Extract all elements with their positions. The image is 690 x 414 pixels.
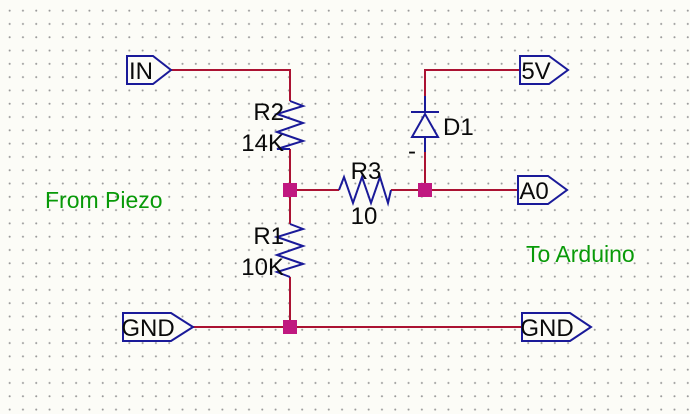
port-gnd-right-label[interactable]: GND	[520, 315, 573, 342]
port-5v-label[interactable]: 5V	[521, 58, 550, 85]
port-gnd-left-label[interactable]: GND	[121, 315, 174, 342]
resistor-r3-ref[interactable]: R3	[351, 158, 382, 185]
port-in-label[interactable]: IN	[129, 58, 153, 85]
resistor-r3[interactable]: R3 10	[338, 158, 392, 230]
junction-node2[interactable]	[418, 183, 432, 197]
port-gnd-right[interactable]: GND	[520, 312, 593, 342]
annotation-from-piezo[interactable]: From Piezo	[45, 187, 163, 213]
port-a0[interactable]: A0	[517, 175, 569, 205]
diode-d1[interactable]: D1 -	[408, 96, 474, 165]
port-5v[interactable]: 5V	[519, 55, 570, 85]
wire-d1-to-5v[interactable]	[424, 69, 520, 96]
resistor-r3-value[interactable]: 10	[351, 203, 378, 230]
diode-d1-ref[interactable]: D1	[443, 114, 474, 141]
junction-node1[interactable]	[283, 183, 297, 197]
port-in[interactable]: IN	[126, 55, 173, 85]
resistor-r2[interactable]: R2 14K	[241, 99, 307, 157]
junction-node3[interactable]	[283, 320, 297, 334]
resistor-r1-ref[interactable]: R1	[253, 223, 284, 250]
resistor-r2-ref[interactable]: R2	[253, 99, 284, 126]
diode-d1-cathode-mark[interactable]: -	[408, 138, 416, 165]
annotation-to-arduino[interactable]: To Arduino	[526, 241, 635, 267]
resistor-r1-value[interactable]: 10K	[241, 254, 284, 281]
wire-in-to-r2[interactable]	[170, 69, 291, 101]
port-a0-label[interactable]: A0	[519, 178, 548, 205]
resistor-r2-value[interactable]: 14K	[241, 130, 284, 157]
port-gnd-left[interactable]: GND	[121, 312, 195, 342]
resistor-r1[interactable]: R1 10K	[241, 223, 307, 281]
